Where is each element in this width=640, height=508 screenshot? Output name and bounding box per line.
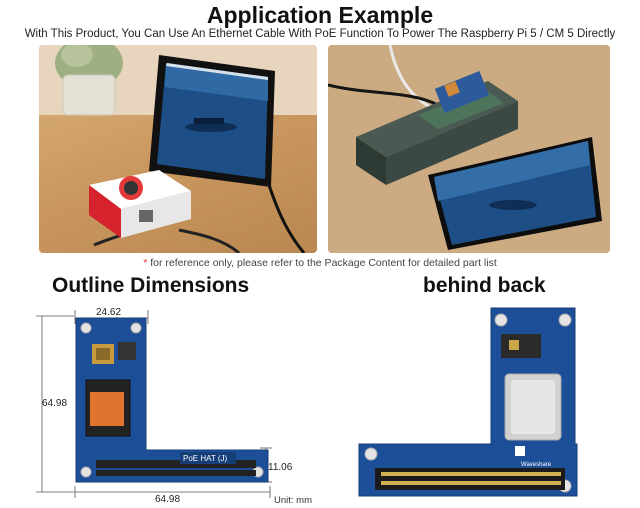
dimension-bottom-width: 64.98 [155,494,181,505]
reference-note: * for reference only, please refer to th… [0,257,640,269]
back-brand-label: Waveshare [521,462,552,468]
dimension-right-height: 11.06 [268,462,293,473]
monitor-scene-illustration [39,45,317,253]
note-asterisk: * [143,257,148,269]
unit-label: Unit: mm [274,495,312,506]
dimension-left-height: 64.98 [42,398,68,409]
behind-back-heading: behind back [423,274,546,297]
page-subtitle: With This Product, You Can Use An Ethern… [24,28,616,40]
board-silkscreen-label: PoE HAT (J) [183,454,228,463]
dimension-top-width: 24.62 [96,307,122,318]
page-title: Application Example [206,2,434,28]
board-back-drawing [358,307,578,497]
cm5-scene-illustration [328,45,610,253]
note-text: for reference only, please refer to the … [147,257,497,269]
outline-dimensions-heading: Outline Dimensions [52,274,250,297]
application-photo-cm5 [328,45,610,253]
application-photo-monitor [39,45,317,253]
outline-dimensions-drawing [36,310,272,498]
